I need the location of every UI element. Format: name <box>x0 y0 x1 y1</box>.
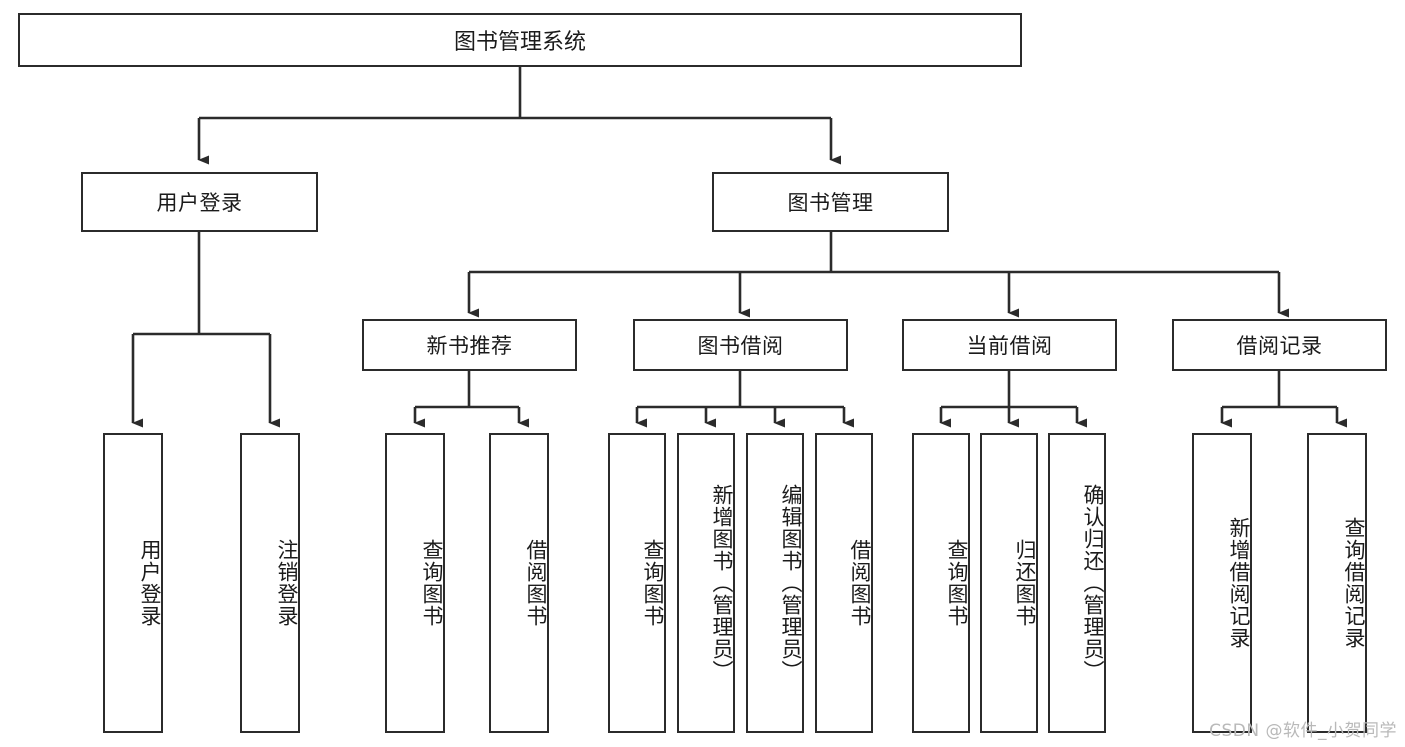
leaf-query-borrow-record[interactable]: 查询借阅记录 <box>1307 433 1367 733</box>
node-book-management[interactable]: 图书管理 <box>712 172 949 232</box>
node-book-borrow[interactable]: 图书借阅 <box>633 319 848 371</box>
node-new-book-recommend[interactable]: 新书推荐 <box>362 319 577 371</box>
leaf-add-book-admin[interactable]: 新增图书（管理员） <box>677 433 735 733</box>
leaf-confirm-return-admin[interactable]: 确认归还（管理员） <box>1048 433 1106 733</box>
leaf-borrow-book[interactable]: 借阅图书 <box>815 433 873 733</box>
node-label: 图书管理 <box>787 191 874 215</box>
leaf-return-book[interactable]: 归还图书 <box>980 433 1038 733</box>
node-label: 确认归还（管理员） <box>1081 484 1105 682</box>
node-label: 新增借阅记录 <box>1227 517 1251 649</box>
node-label: 查询图书 <box>641 539 665 627</box>
node-current-borrow[interactable]: 当前借阅 <box>902 319 1117 371</box>
node-label: 查询图书 <box>945 539 969 627</box>
node-label: 查询借阅记录 <box>1342 517 1366 649</box>
leaf-logout[interactable]: 注销登录 <box>240 433 300 733</box>
node-label: 注销登录 <box>275 539 299 627</box>
node-borrow-record[interactable]: 借阅记录 <box>1172 319 1387 371</box>
node-label: 查询图书 <box>420 539 444 627</box>
node-label: 借阅图书 <box>848 539 872 627</box>
node-label: 借阅记录 <box>1236 334 1323 358</box>
leaf-user-login[interactable]: 用户登录 <box>103 433 163 733</box>
leaf-borrow-book-recommend[interactable]: 借阅图书 <box>489 433 549 733</box>
node-label: 用户登录 <box>138 539 162 627</box>
leaf-query-book-current[interactable]: 查询图书 <box>912 433 970 733</box>
node-label: 图书借阅 <box>697 334 784 358</box>
node-label: 新增图书（管理员） <box>710 484 734 682</box>
leaf-edit-book-admin[interactable]: 编辑图书（管理员） <box>746 433 804 733</box>
node-label: 用户登录 <box>156 191 243 215</box>
leaf-query-book-recommend[interactable]: 查询图书 <box>385 433 445 733</box>
leaf-add-borrow-record[interactable]: 新增借阅记录 <box>1192 433 1252 733</box>
leaf-query-book-borrow[interactable]: 查询图书 <box>608 433 666 733</box>
node-label: 新书推荐 <box>426 334 513 358</box>
node-label: 当前借阅 <box>966 334 1053 358</box>
node-root-system[interactable]: 图书管理系统 <box>18 13 1022 67</box>
node-user-login[interactable]: 用户登录 <box>81 172 318 232</box>
node-label: 图书管理系统 <box>453 30 586 55</box>
node-label: 编辑图书（管理员） <box>779 484 803 682</box>
node-label: 借阅图书 <box>524 539 548 627</box>
node-label: 归还图书 <box>1013 539 1037 627</box>
